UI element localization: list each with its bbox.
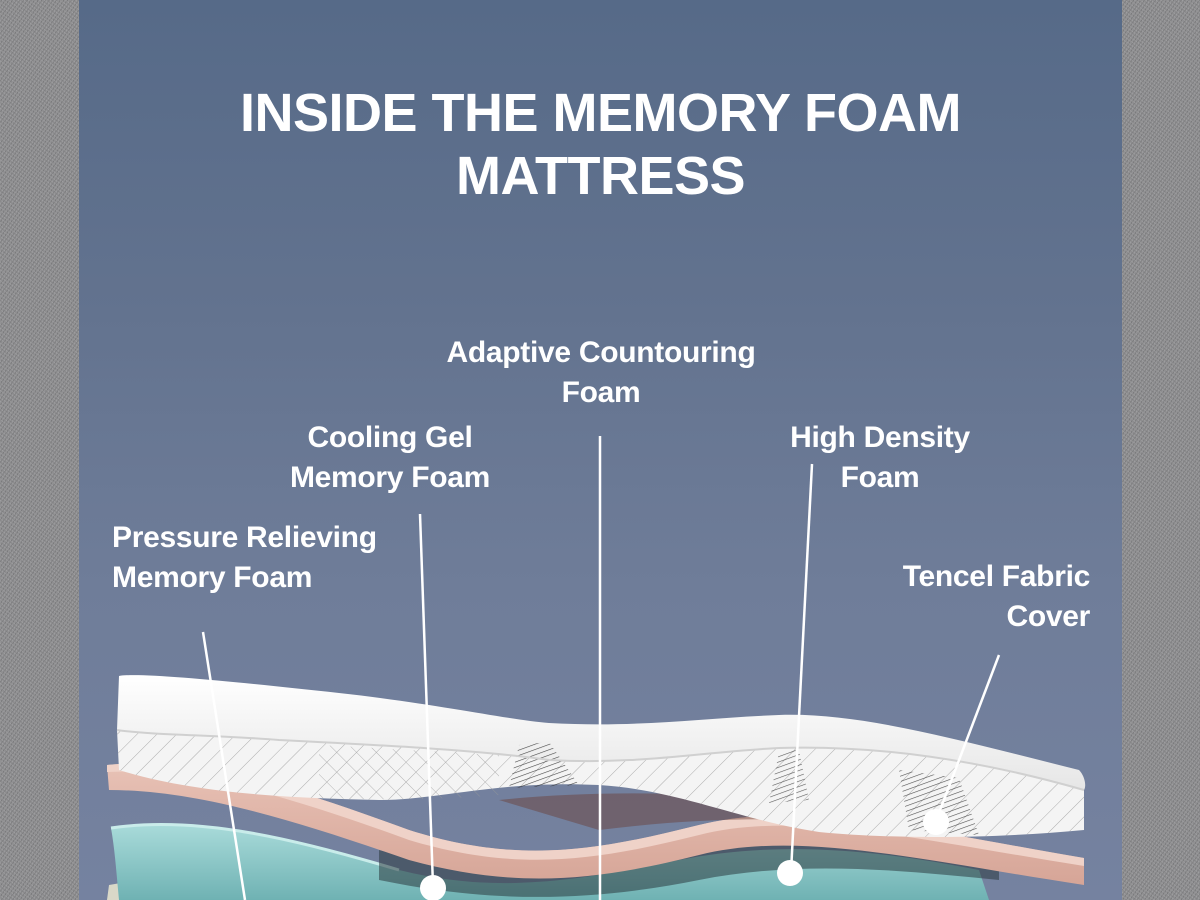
page-title: INSIDE THE MEMORY FOAM MATTRESS [79,82,1122,208]
label-line: Memory Foam [289,461,491,494]
dot-tencel-cover [923,809,949,835]
label-tencel-fabric-cover: Tencel Fabric Cover [840,557,1091,637]
label-adaptive-contouring-foam: Adaptive Countouring Foam [401,333,801,413]
label-line: Cover [1006,600,1090,633]
label-line: Adaptive Countouring [446,336,756,369]
title-line-1: INSIDE THE MEMORY FOAM [239,83,962,143]
felt-background-left [0,0,79,900]
dot-high-density [777,860,803,886]
label-high-density-foam: High Density Foam [770,418,990,498]
pointer-lines [201,436,1001,900]
label-line: Foam [840,461,920,494]
pointer-tencel-cover [935,654,1001,819]
pointer-cooling-gel [418,513,435,887]
layer-cooling-gel [110,823,989,900]
label-line: Tencel Fabric [902,560,1091,593]
label-pressure-relieving-memory-foam: Pressure Relieving Memory Foam [112,518,377,598]
label-line: High Density [790,421,970,454]
pointer-pressure-relieving [201,631,247,900]
label-cooling-gel-memory-foam: Cooling Gel Memory Foam [265,418,515,498]
pointer-high-density [789,463,814,873]
label-line: Foam [561,376,641,409]
mattress-layers-illustration [107,436,1086,900]
title-line-2: MATTRESS [456,146,746,206]
label-line: Cooling Gel [307,421,473,454]
label-line: Pressure Relieving [112,521,377,554]
dot-cooling-gel [420,875,446,900]
label-line: Memory Foam [112,561,313,594]
felt-background-right [1122,0,1200,900]
infographic-panel: INSIDE THE MEMORY FOAM MATTRESS [79,0,1122,900]
pointer-dots [420,809,949,900]
